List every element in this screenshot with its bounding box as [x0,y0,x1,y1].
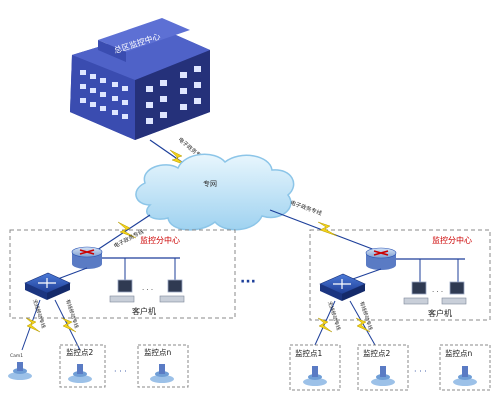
right-point-1-box [289,344,341,391]
left-lightning-3-icon [61,317,77,333]
right-computer-1-icon [403,281,429,305]
right-link-label: 电子政务专线 [289,198,323,217]
left-point-2-label: 监控点2 [66,347,93,357]
private-network-cloud: 专网 [135,153,295,231]
left-switch-icon [24,272,71,300]
left-branch-title: 监控分中心 [140,235,180,245]
camera-label: Cam1 [10,353,23,359]
left-point-1: Cam1 [8,353,32,380]
right-client-dots: · · · [432,288,443,296]
right-point-1-camera-icon [303,366,327,386]
left-wireless-label-a: 无线移动专线 [31,298,47,329]
cloud-label: 专网 [203,179,217,188]
right-router-switch-link [349,268,382,281]
right-point-2-box [357,344,409,391]
right-lightning-2-icon [317,317,333,333]
left-client-label: 客户机 [132,306,156,316]
left-computer-1-icon [109,279,135,303]
right-branch-box [309,229,491,321]
right-router-icon [365,247,397,270]
left-point-n-label: 监控点n [144,347,171,357]
middle-dots: ··· [240,274,256,290]
right-point-n-camera-icon [453,366,477,386]
left-point-n-camera-icon [150,364,174,383]
left-points-dots: · · · [114,367,127,376]
right-point-2-camera-icon [371,366,395,386]
left-router-icon [71,246,103,269]
right-client-label: 客户机 [428,308,452,318]
monitoring-center-building: 总区监控中心 [70,18,210,140]
left-lightning-icon [117,221,137,239]
right-switch-icon [319,273,366,301]
right-point-n-box [439,344,491,391]
right-branch-title: 监控分中心 [432,235,472,245]
left-point-n-box [137,344,189,388]
right-points-dots: · · · [414,367,427,376]
right-point-1-label: 监控点1 [295,348,322,358]
right-point-2-label: 监控点2 [363,348,390,358]
left-wireless-line-2 [54,299,81,351]
left-computer-2-icon [159,279,185,303]
left-branch-box [9,229,236,319]
left-point-2-camera-icon [68,364,92,383]
left-branch: 电子政务专线 监控分中心 · · · 客户机 [8,214,236,388]
left-point-2-box [59,344,106,388]
right-branch: 电子政务专线 监控分中心 · · · 客户机 [269,198,491,391]
building-windows [80,66,201,124]
left-router-switch-link [54,267,88,281]
right-lightning-icon [317,221,338,237]
right-computer-2-icon [441,281,467,305]
right-point-n-label: 监控点n [445,348,472,358]
left-client-dots: · · · [142,286,153,294]
right-lightning-3-icon [355,317,371,333]
left-lightning-2-icon [25,317,41,333]
